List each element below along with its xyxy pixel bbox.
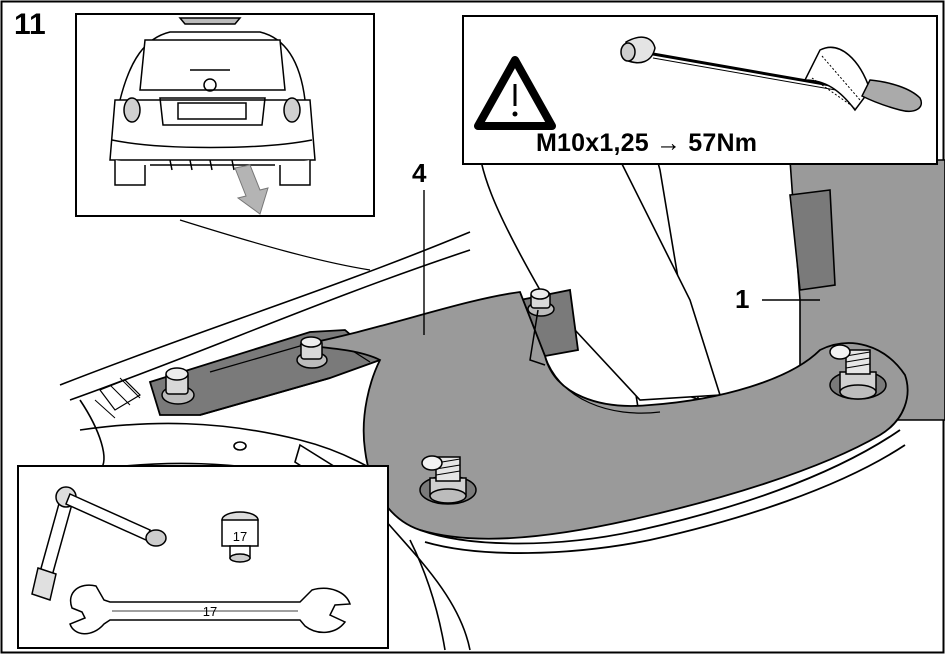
socket-size-label: 17 [233, 529, 247, 544]
ratchet-socket-wrench-icon [31, 486, 167, 601]
bolt-bracket-upper [527, 288, 555, 366]
stud-bolt-right [829, 344, 887, 400]
torque-spec-label: M10x1,25 → 57Nm [536, 129, 758, 157]
warning-triangle-icon [474, 56, 556, 130]
stud-bolt-left [419, 455, 477, 505]
wrench-size-label: 17 [203, 604, 217, 619]
vehicle-rear-inset [75, 13, 375, 217]
arrow-indicator-icon [234, 164, 269, 215]
callout-part-4: 4 [412, 158, 427, 188]
torque-wrench-icon [620, 36, 922, 112]
bolt-bracket-left [161, 367, 195, 405]
torque-spec-panel [462, 15, 938, 165]
open-end-wrench-icon [69, 584, 352, 635]
bolt-bracket-center [296, 336, 328, 369]
car-rear-icon [109, 17, 316, 186]
socket-17-icon [221, 511, 259, 563]
callout-part-1: 1 [735, 284, 750, 314]
step-number: 11 [14, 8, 46, 41]
tools-panel: 17 17 [17, 465, 389, 649]
